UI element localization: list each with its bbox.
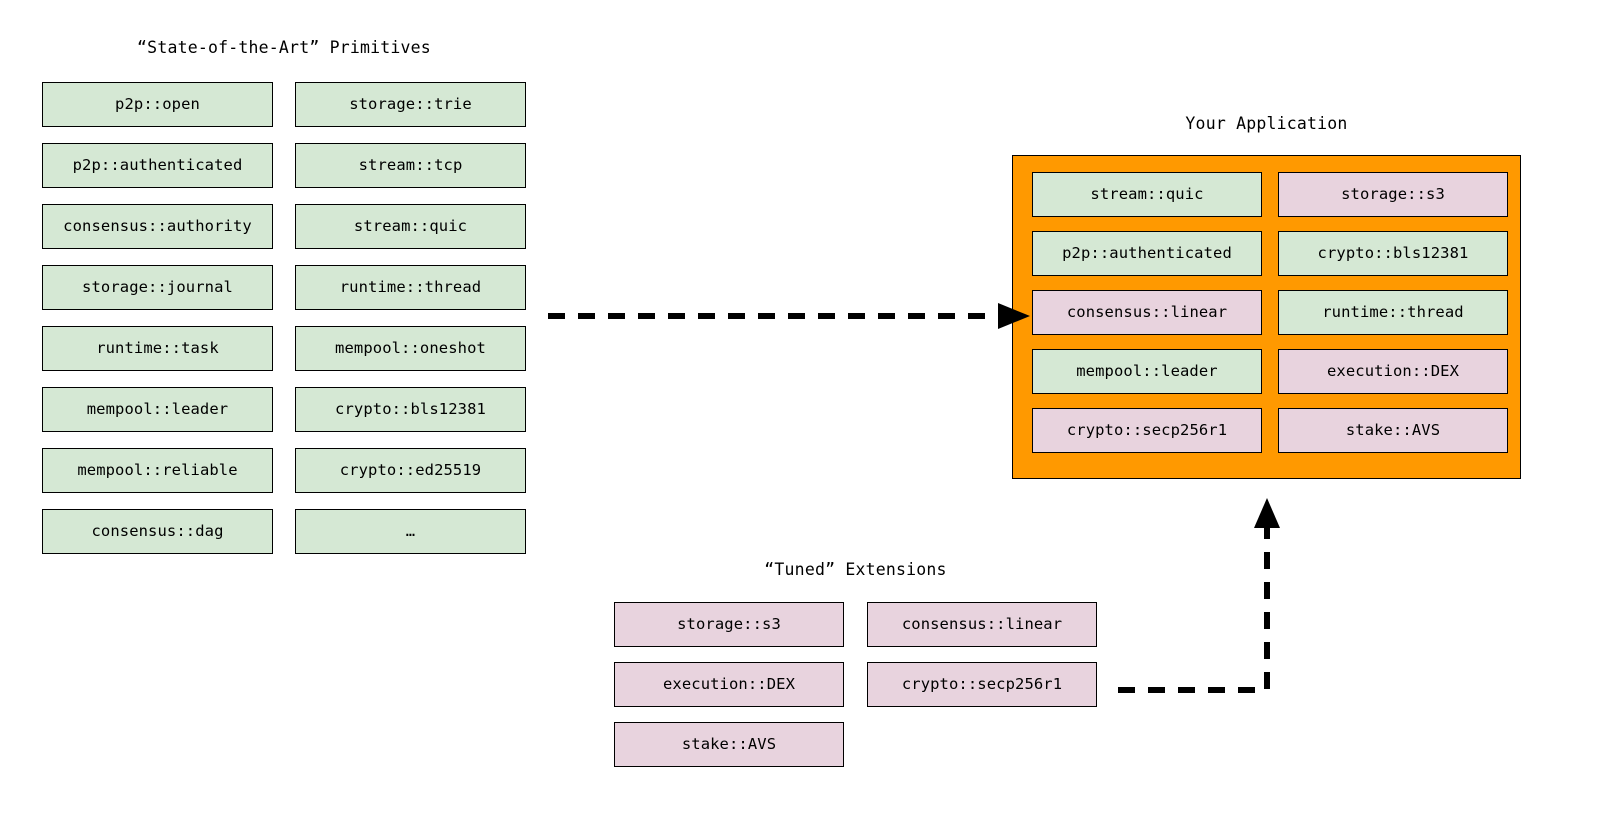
node-label: crypto::secp256r1	[1066, 420, 1228, 439]
primitive-node-right-6[interactable]: crypto::ed25519	[295, 448, 526, 493]
node-label: consensus::authority	[63, 216, 252, 235]
application-node-7[interactable]: execution::DEX	[1278, 349, 1508, 394]
node-label: stream::quic	[353, 216, 468, 235]
application-node-0[interactable]: stream::quic	[1032, 172, 1262, 217]
node-label: runtime::thread	[1322, 302, 1464, 321]
node-label: consensus::linear	[901, 614, 1063, 633]
node-label: storage::s3	[677, 614, 781, 633]
node-label: runtime::thread	[339, 277, 482, 296]
node-label: p2p::authenticated	[1062, 243, 1232, 262]
extension-node-left-0[interactable]: storage::s3	[614, 602, 844, 647]
node-label: storage::trie	[349, 94, 472, 113]
extension-node-right-0[interactable]: consensus::linear	[867, 602, 1097, 647]
extension-node-left-2[interactable]: stake::AVS	[614, 722, 844, 767]
primitive-node-left-2[interactable]: consensus::authority	[42, 204, 273, 249]
node-label: execution::DEX	[1326, 361, 1460, 380]
application-node-9[interactable]: stake::AVS	[1278, 408, 1508, 453]
node-label: crypto::ed25519	[339, 460, 482, 479]
node-label: …	[405, 521, 416, 540]
node-label: crypto::bls12381	[1317, 243, 1469, 262]
primitive-node-right-4[interactable]: mempool::oneshot	[295, 326, 526, 371]
primitive-node-right-7[interactable]: …	[295, 509, 526, 554]
extension-node-left-1[interactable]: execution::DEX	[614, 662, 844, 707]
node-label: p2p::open	[115, 94, 200, 113]
node-label: stream::quic	[1090, 184, 1204, 203]
primitive-node-right-1[interactable]: stream::tcp	[295, 143, 526, 188]
primitive-node-left-1[interactable]: p2p::authenticated	[42, 143, 273, 188]
primitive-node-left-3[interactable]: storage::journal	[42, 265, 273, 310]
node-label: crypto::bls12381	[335, 399, 486, 418]
node-label: storage::journal	[82, 277, 233, 296]
extensions-section-title: “Tuned” Extensions	[764, 560, 947, 579]
node-label: crypto::secp256r1	[901, 674, 1063, 693]
primitive-node-left-4[interactable]: runtime::task	[42, 326, 273, 371]
extension-node-right-1[interactable]: crypto::secp256r1	[867, 662, 1097, 707]
primitive-node-right-5[interactable]: crypto::bls12381	[295, 387, 526, 432]
node-label: stream::tcp	[358, 155, 463, 174]
node-label: stake::AVS	[681, 734, 777, 753]
primitive-node-right-2[interactable]: stream::quic	[295, 204, 526, 249]
node-label: mempool::leader	[86, 399, 229, 418]
node-label: consensus::linear	[1066, 302, 1228, 321]
application-section-title: Your Application	[1185, 114, 1348, 133]
primitive-node-left-7[interactable]: consensus::dag	[42, 509, 273, 554]
primitive-node-left-6[interactable]: mempool::reliable	[42, 448, 273, 493]
node-label: mempool::reliable	[77, 460, 238, 479]
application-node-1[interactable]: storage::s3	[1278, 172, 1508, 217]
node-label: p2p::authenticated	[72, 155, 243, 174]
primitive-node-right-3[interactable]: runtime::thread	[295, 265, 526, 310]
application-node-5[interactable]: runtime::thread	[1278, 290, 1508, 335]
node-label: stake::AVS	[1345, 420, 1441, 439]
primitive-node-left-5[interactable]: mempool::leader	[42, 387, 273, 432]
application-node-2[interactable]: p2p::authenticated	[1032, 231, 1262, 276]
arrow-primitives-to-application	[548, 303, 1030, 329]
node-label: consensus::dag	[91, 521, 224, 540]
primitive-node-left-0[interactable]: p2p::open	[42, 82, 273, 127]
arrow-extensions-to-application	[1118, 498, 1280, 693]
node-label: mempool::oneshot	[335, 338, 486, 357]
application-node-3[interactable]: crypto::bls12381	[1278, 231, 1508, 276]
node-label: storage::s3	[1341, 184, 1445, 203]
node-label: mempool::leader	[1076, 361, 1218, 380]
application-node-6[interactable]: mempool::leader	[1032, 349, 1262, 394]
primitive-node-right-0[interactable]: storage::trie	[295, 82, 526, 127]
primitives-section-title: “State-of-the-Art” Primitives	[137, 38, 431, 57]
node-label: runtime::task	[96, 338, 219, 357]
node-label: execution::DEX	[662, 674, 796, 693]
application-node-8[interactable]: crypto::secp256r1	[1032, 408, 1262, 453]
application-node-4[interactable]: consensus::linear	[1032, 290, 1262, 335]
